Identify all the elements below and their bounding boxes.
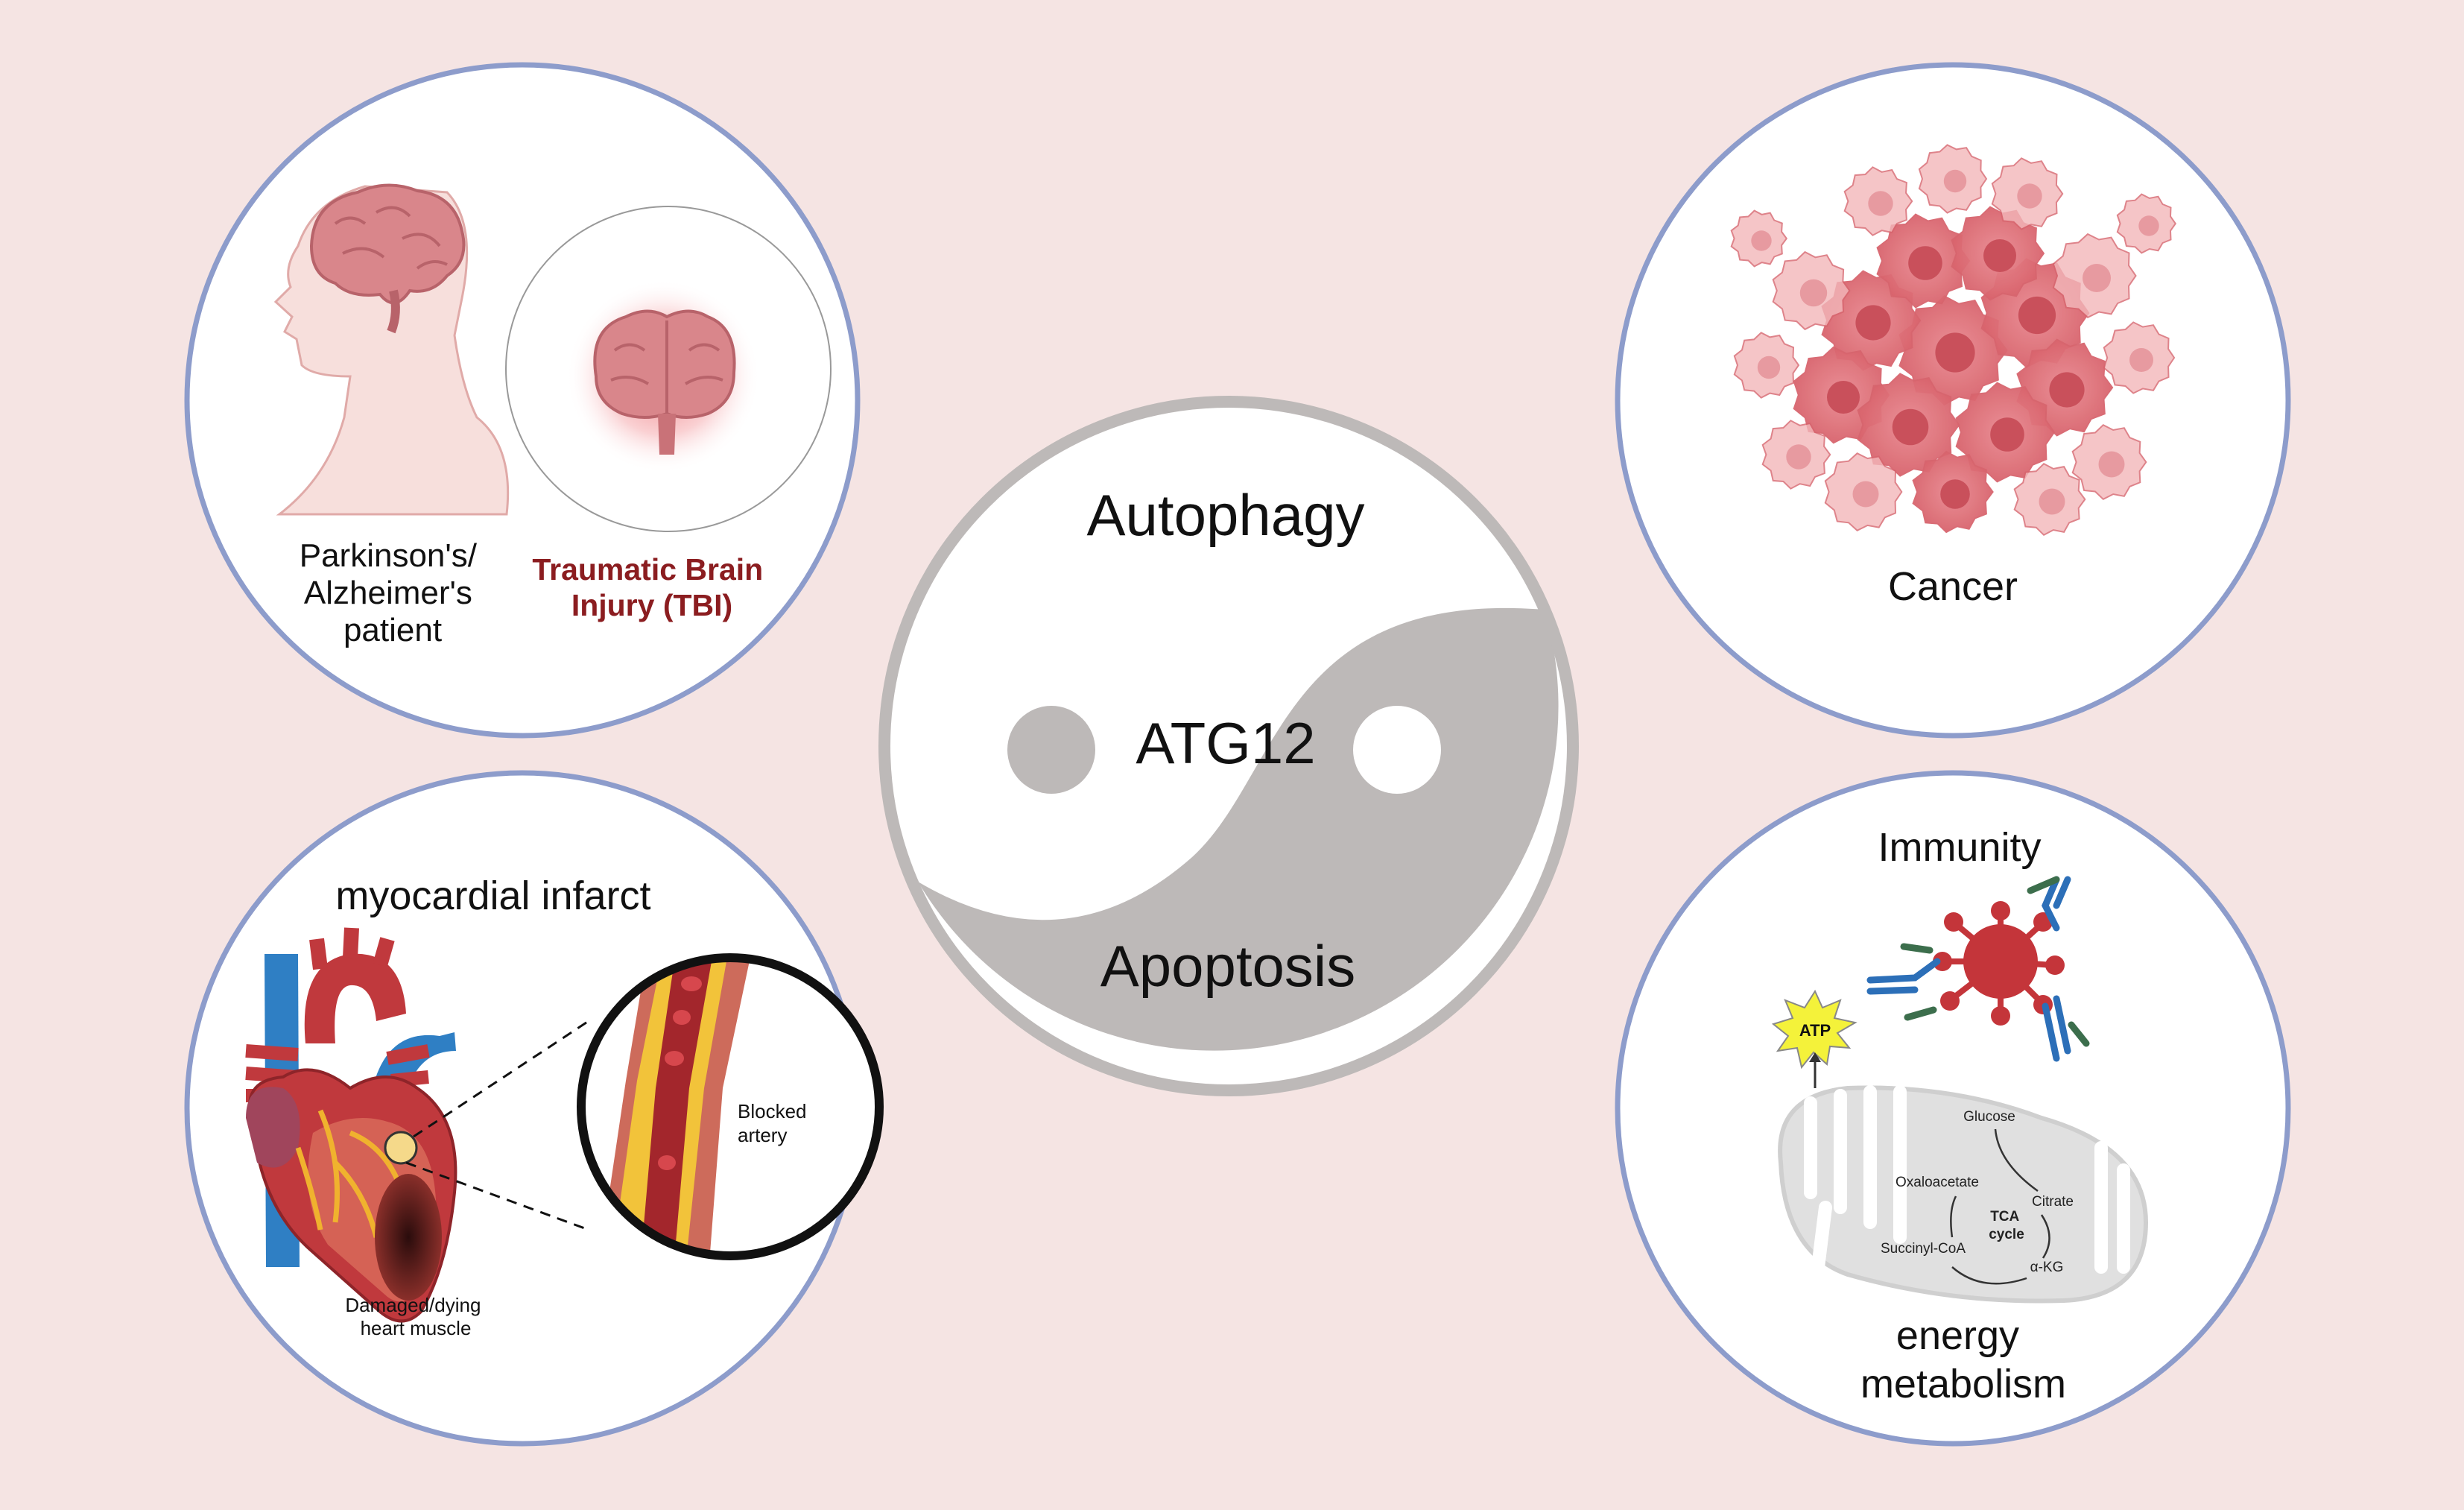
atg12-label: ATG12 <box>1136 710 1315 776</box>
atp-arrow-head <box>1809 1052 1821 1062</box>
atp-burst: ATP <box>1771 989 1857 1088</box>
zoom-marker <box>384 1131 418 1165</box>
oxaloacetate-label: Oxaloacetate <box>1895 1175 1979 1190</box>
mitochondrion-cristae <box>1804 1085 2130 1274</box>
tbi-label-line-2: Injury (TBI) <box>571 588 732 622</box>
patient-label-line-2: Alzheimer's <box>304 575 472 611</box>
coronary-vessels <box>295 1109 405 1238</box>
yin-yang-white-dot <box>1353 706 1441 794</box>
tumor-cell-nucleus <box>2017 183 2042 209</box>
tumor-cell-nucleus <box>1751 230 1772 251</box>
patient-head-illustration <box>273 183 510 516</box>
aorta-branches <box>309 927 395 970</box>
blood-cell <box>681 976 702 991</box>
tumor-cell-nucleus <box>1786 444 1811 470</box>
mitochondrion <box>1778 1085 2149 1304</box>
artery-label-line-2: artery <box>738 1124 787 1146</box>
tumor-cell-nucleus <box>1940 479 1970 509</box>
tumor-cell-nucleus <box>1827 381 1860 414</box>
patient-label: Parkinson's/ Alzheimer's patient <box>300 537 487 648</box>
neuro-panel: Parkinson's/ Alzheimer's patient Traumat… <box>184 62 861 739</box>
tumor-cell-nucleus <box>2049 372 2085 408</box>
artery-zoom-ring <box>577 953 884 1260</box>
artery-zoom: Blocked artery <box>577 953 884 1260</box>
patient-label-line-3: patient <box>343 612 442 648</box>
tbi-illustration <box>505 206 832 532</box>
tumor-cell-nucleus <box>2083 264 2111 292</box>
tumor-cell-nucleus <box>1757 356 1781 379</box>
glucose-label: Glucose <box>1963 1109 2015 1125</box>
succinyl-label: Succinyl-CoA <box>1881 1241 1966 1257</box>
infarct-region <box>375 1174 442 1301</box>
tbi-label: Traumatic Brain Injury (TBI) <box>532 552 771 622</box>
tumor-cell-nucleus <box>2018 296 2056 335</box>
tca-cycle: Glucose Oxaloacetate Citrate Succinyl-Co… <box>1881 1109 2074 1285</box>
heart-panel: myocardial infarct <box>184 770 884 1447</box>
tumor-cell-nucleus <box>2039 488 2065 515</box>
yin-yang-symbol: Autophagy ATG12 Apoptosis <box>878 396 1579 1096</box>
patient-brain-folds <box>334 206 448 270</box>
tca-label-line-1: TCA <box>1990 1209 2019 1225</box>
atp-star <box>1771 989 1857 1070</box>
tbi-brain-folds <box>610 320 723 414</box>
tumor-cell-nucleus <box>1855 305 1891 341</box>
heart-illustration <box>245 927 589 1323</box>
tumor-cell-nucleus <box>1908 246 1942 280</box>
artery-lumen <box>641 961 712 1256</box>
apoptosis-label: Apoptosis <box>1100 933 1356 999</box>
muscle-label-line-2: heart muscle <box>361 1317 472 1339</box>
blood-cell <box>673 1010 691 1025</box>
metabolism-panel: Immunity <box>1615 770 2291 1447</box>
cancer-panel: Cancer <box>1615 62 2291 739</box>
energy-label-line-2: metabolism <box>1860 1362 2066 1406</box>
energy-label-line-1: energy <box>1896 1313 2019 1358</box>
patient-label-line-1: Parkinson's/ <box>300 537 478 574</box>
antibodies <box>1866 876 2090 1062</box>
patient-brainstem <box>387 289 400 334</box>
tumor-cell-nucleus <box>1935 332 1975 373</box>
autophagy-label: Autophagy <box>1087 482 1365 548</box>
virus-body <box>1963 924 2038 999</box>
yin-yang-outline <box>878 396 1579 1096</box>
akg-label: α-KG <box>2030 1260 2064 1275</box>
heart-atrium <box>246 1087 300 1168</box>
aorta-arch <box>304 953 406 1043</box>
tumor-cell-nucleus <box>1892 408 1929 446</box>
tumor-cell-nucleus <box>1983 239 2016 272</box>
patient-brain <box>309 183 466 305</box>
tumor-cell-nucleus <box>1799 279 1828 307</box>
yin-yang-gray-dot <box>1007 706 1095 794</box>
tumor-cell-nucleus <box>1868 191 1893 216</box>
tca-label: TCA cycle <box>1989 1209 2024 1242</box>
artery-label: Blocked artery <box>738 1100 812 1146</box>
tumor-cell-nucleus <box>2129 348 2153 372</box>
blood-cell <box>658 1155 676 1170</box>
muscle-label-line-1: Damaged/dying <box>345 1294 481 1316</box>
cancer-label: Cancer <box>1888 564 2018 609</box>
atp-label: ATP <box>1799 1021 1831 1040</box>
tumor-cell-nucleus <box>1990 417 2024 452</box>
blood-cell <box>665 1051 684 1066</box>
tbi-label-line-1: Traumatic Brain <box>532 552 763 587</box>
zoom-line-bottom <box>405 1161 589 1231</box>
tca-arrows <box>1950 1128 2050 1285</box>
citrate-label: Citrate <box>2032 1194 2074 1210</box>
tbi-brain <box>593 309 736 419</box>
muscle-label: Damaged/dying heart muscle <box>345 1294 486 1339</box>
tumor-cell-nucleus <box>2098 451 2125 478</box>
tca-label-line-2: cycle <box>1989 1227 2024 1242</box>
pathogen-antibody-illustration <box>1866 876 2090 1062</box>
immunity-label: Immunity <box>1878 825 2041 870</box>
tumor-cell-nucleus <box>1943 169 1967 193</box>
heart-title: myocardial infarct <box>335 874 650 918</box>
artery-label-line-1: Blocked <box>738 1100 807 1122</box>
tumor-cell-nucleus <box>1852 481 1879 508</box>
tumor-cell-cluster <box>1730 144 2177 537</box>
energy-label: energy metabolism <box>1860 1313 2066 1406</box>
tumor-cell-nucleus <box>2138 215 2159 236</box>
tbi-brainstem <box>658 414 676 455</box>
